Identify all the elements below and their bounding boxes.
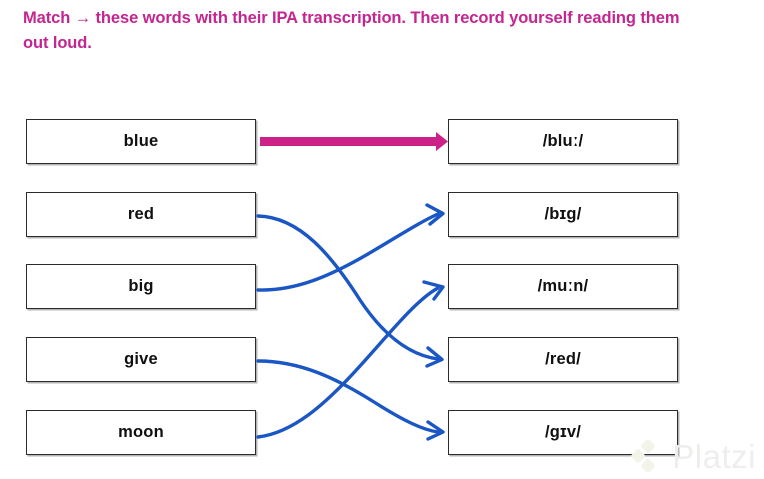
ipa-box-red[interactable]: /red/	[448, 337, 678, 382]
connector-blue-to-blu	[260, 132, 448, 151]
connector-line	[256, 212, 440, 292]
watermark-text: Platzi	[672, 437, 756, 475]
word-box-big[interactable]: big	[26, 264, 256, 309]
word-box-moon[interactable]: moon	[26, 410, 256, 455]
ipa-label: /gɪv/	[544, 423, 582, 441]
connector-line	[256, 214, 440, 361]
watermark: Platzi	[631, 439, 756, 473]
connector-red-to-red	[256, 214, 444, 368]
ipa-label: /red/	[545, 350, 581, 368]
ipa-label: /bɪg/	[544, 205, 582, 223]
ipa-box-mun[interactable]: /muːn/	[448, 264, 678, 309]
word-box-give[interactable]: give	[26, 337, 256, 382]
word-label: red	[127, 205, 155, 223]
arrow-head	[422, 280, 445, 301]
word-box-red[interactable]: red	[26, 192, 256, 237]
word-label: give	[124, 350, 158, 368]
page-title: Match → these words with their IPA trans…	[23, 9, 680, 53]
ipa-box-blu[interactable]: /bluː/	[448, 119, 678, 164]
word-label: blue	[123, 132, 159, 150]
connector-moon-to-mun	[256, 280, 445, 439]
arrow-head	[436, 132, 448, 151]
connector-line	[256, 359, 440, 434]
connector-big-to-big	[256, 203, 445, 292]
connector-give-to-giv	[256, 359, 445, 441]
arrow-head	[426, 420, 445, 441]
ipa-box-big[interactable]: /bɪg/	[448, 192, 678, 237]
ipa-box-giv[interactable]: /gɪv/	[448, 410, 678, 455]
ipa-label: /bluː/	[542, 132, 584, 150]
connector-line	[256, 286, 440, 439]
word-label: big	[128, 277, 154, 295]
platzi-logo-icon	[631, 439, 656, 473]
word-label: moon	[118, 423, 164, 441]
arrow-head	[425, 346, 444, 368]
word-box-blue[interactable]: blue	[26, 119, 256, 164]
arrow-head	[425, 203, 445, 226]
ipa-label: /muːn/	[537, 277, 589, 295]
